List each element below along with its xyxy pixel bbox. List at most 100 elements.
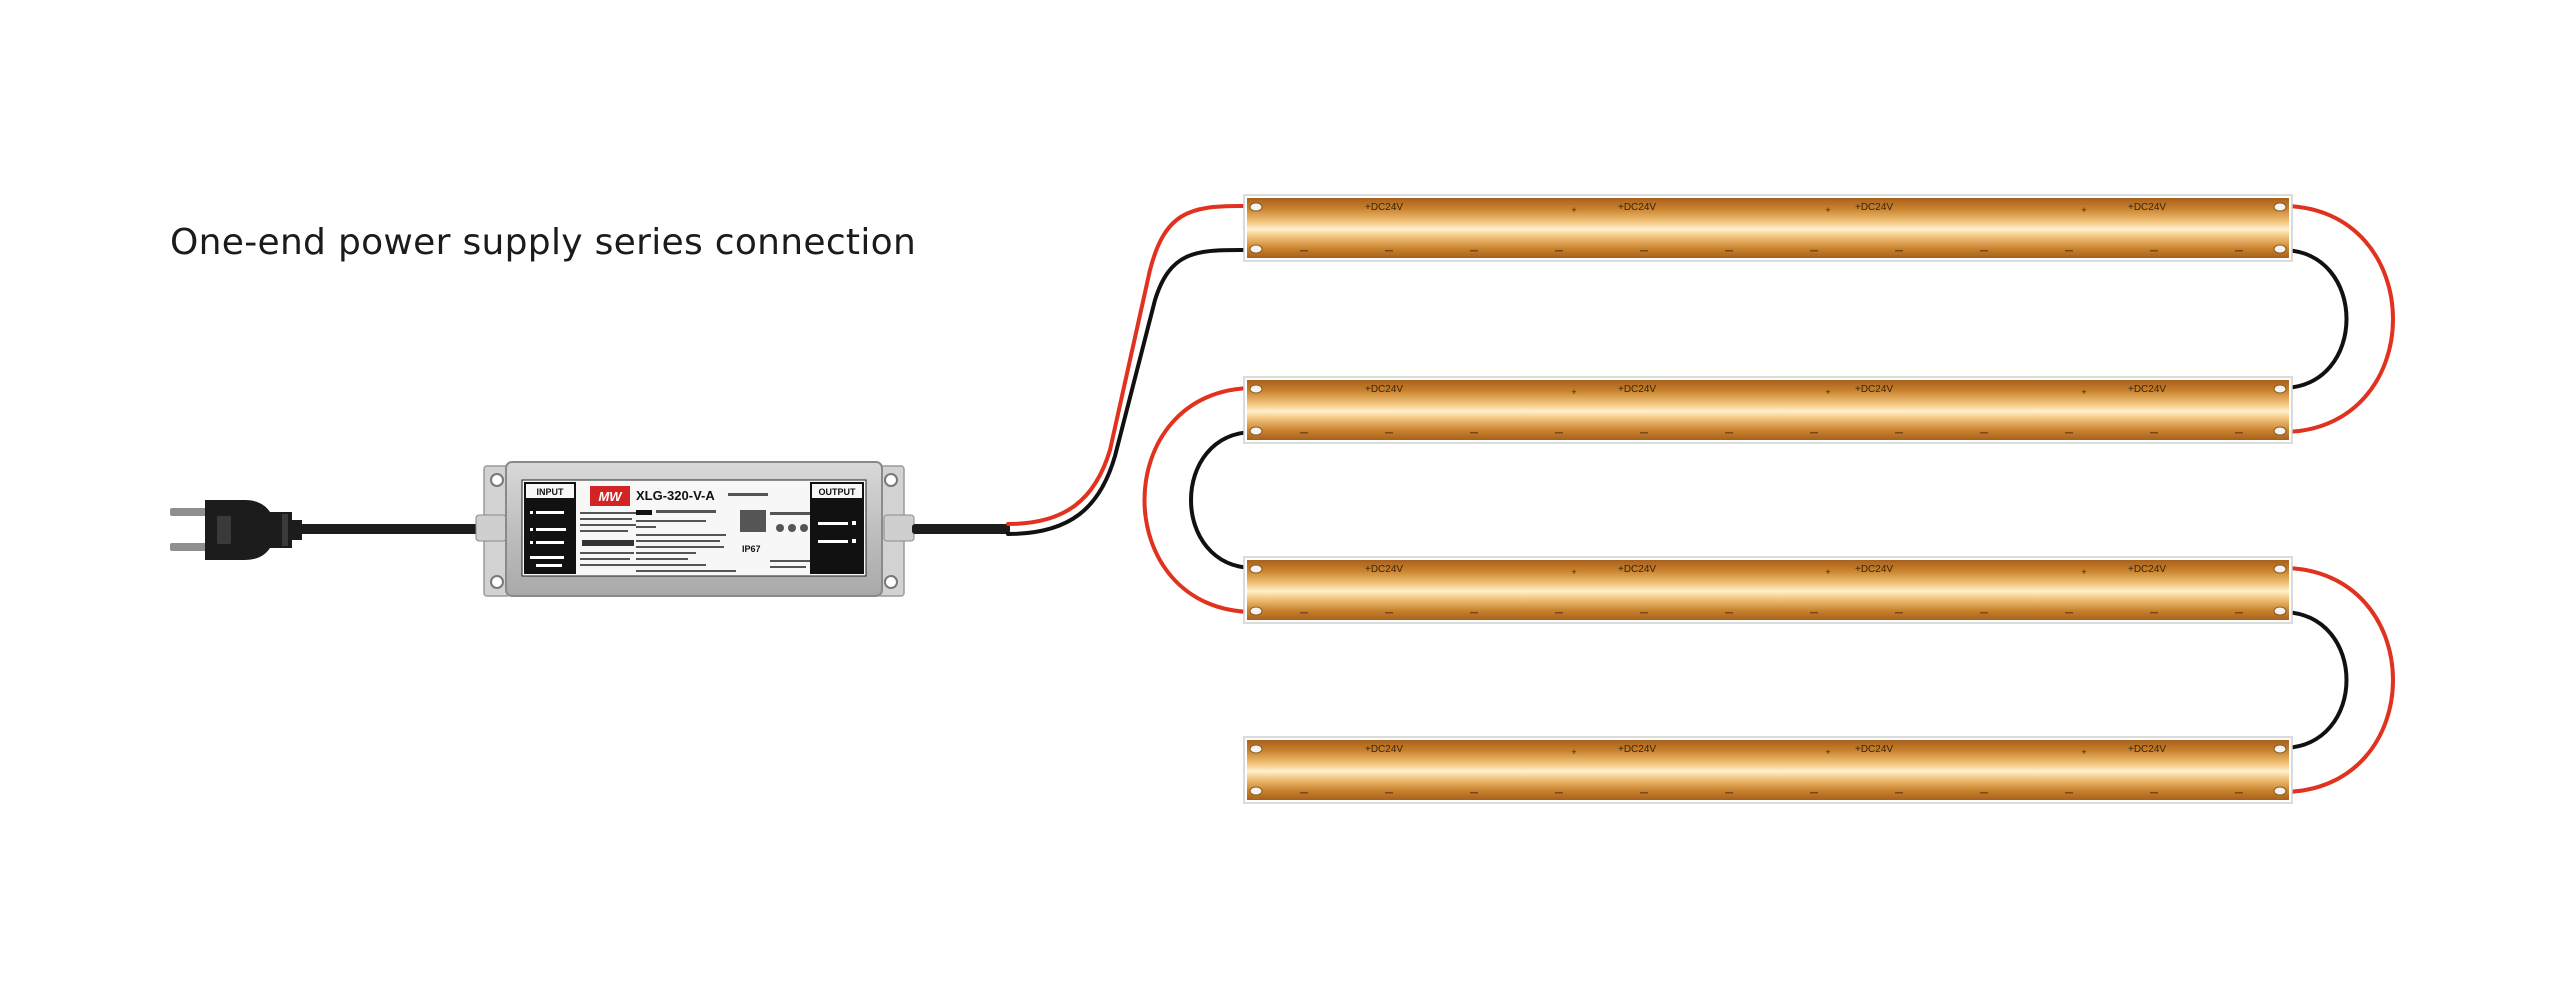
jumper-wire-black-2 [1189, 430, 1256, 570]
led-strip: ++++DC24V+DC24V+DC24V+DC24V [1243, 556, 2293, 624]
strip-polarity-label: +DC24V [1365, 564, 1403, 575]
solder-pad [2273, 606, 2287, 616]
cut-mark: + [1571, 747, 1576, 757]
diagram-title: One-end power supply series connection [170, 222, 917, 263]
cut-mark: + [1825, 747, 1830, 757]
solder-pad [2273, 786, 2287, 796]
led-marker [1555, 250, 1563, 252]
jumper-wire-black-1 [2280, 248, 2349, 390]
strip-polarity-label: +DC24V [1855, 744, 1893, 755]
solder-pad [1249, 426, 1263, 436]
jumper-wire-red-3 [2280, 566, 2395, 794]
led-marker [1810, 432, 1818, 434]
solder-pad [1249, 244, 1263, 254]
led-marker [1980, 612, 1988, 614]
psu-ip-rating: IP67 [742, 544, 761, 554]
ac-plug-icon [170, 500, 302, 560]
led-marker [1725, 612, 1733, 614]
solder-pad [2273, 426, 2287, 436]
led-marker [1640, 432, 1648, 434]
led-marker [1980, 432, 1988, 434]
cut-mark: + [2081, 387, 2086, 397]
led-marker [1300, 432, 1308, 434]
led-marker [1895, 250, 1903, 252]
cut-mark: + [1571, 387, 1576, 397]
solder-pad [2273, 564, 2287, 574]
led-marker [1810, 612, 1818, 614]
jumper-wire-red-2 [1142, 386, 1256, 614]
led-marker [2150, 792, 2158, 794]
cut-mark: + [1825, 567, 1830, 577]
led-marker [1640, 250, 1648, 252]
led-marker [1470, 792, 1478, 794]
cut-mark: + [2081, 567, 2086, 577]
led-marker [1555, 432, 1563, 434]
strip-polarity-label: +DC24V [1618, 202, 1656, 213]
led-marker [1385, 792, 1393, 794]
led-marker [1640, 612, 1648, 614]
led-driver-power-supply: INPUT MW XLG-320-V-A [475, 461, 915, 597]
feed-wire-black [1006, 248, 1256, 536]
led-marker [1470, 250, 1478, 252]
led-marker [1725, 250, 1733, 252]
led-marker [1385, 612, 1393, 614]
cut-mark: + [2081, 747, 2086, 757]
solder-pad [2273, 744, 2287, 754]
cut-mark: + [1825, 387, 1830, 397]
jumper-wire-black-3 [2280, 610, 2349, 750]
solder-pad [1249, 606, 1263, 616]
jumper-wire-red-1 [2280, 204, 2395, 434]
led-marker [2065, 250, 2073, 252]
led-marker [2150, 250, 2158, 252]
led-marker [2065, 612, 2073, 614]
led-marker [2065, 432, 2073, 434]
strip-polarity-label: +DC24V [2128, 564, 2166, 575]
led-marker [2235, 432, 2243, 434]
psu-input-label: INPUT [537, 487, 565, 497]
dc-output-cable [912, 524, 1010, 534]
led-marker [1470, 432, 1478, 434]
solder-pad [1249, 202, 1263, 212]
cut-mark: + [2081, 205, 2086, 215]
led-marker [1810, 792, 1818, 794]
solder-pad [1249, 564, 1263, 574]
strip-polarity-label: +DC24V [1618, 564, 1656, 575]
led-strip: + + + +DC24V +DC24V +DC24V +DC24V [1243, 736, 2293, 804]
led-marker [1725, 792, 1733, 794]
led-marker [1980, 250, 1988, 252]
led-marker [1895, 612, 1903, 614]
psu-model-number: XLG-320-V-A [636, 488, 715, 503]
strip-polarity-label: +DC24V [1855, 564, 1893, 575]
led-strip-group: + + + +DC24V +DC24V +DC24V +DC24V + + + +DC24V +DC2… [1243, 194, 2293, 804]
led-marker [1385, 432, 1393, 434]
strip-polarity-label: +DC24V [2128, 202, 2166, 213]
led-marker [1640, 792, 1648, 794]
led-marker [1895, 792, 1903, 794]
led-marker [1980, 792, 1988, 794]
strip-polarity-label: +DC24V [2128, 744, 2166, 755]
solder-pad [1249, 384, 1263, 394]
brand-logo-mark: MW [598, 489, 623, 504]
led-marker [2150, 612, 2158, 614]
led-marker [2150, 432, 2158, 434]
strip-polarity-label: +DC24V [2128, 384, 2166, 395]
led-marker [1300, 612, 1308, 614]
led-marker [2065, 792, 2073, 794]
led-marker [1300, 792, 1308, 794]
led-marker [2235, 792, 2243, 794]
strip-polarity-label: +DC24V [1618, 744, 1656, 755]
strip-polarity-label: +DC24V [1365, 384, 1403, 395]
led-marker [1810, 250, 1818, 252]
strip-polarity-label: +DC24V [1365, 744, 1403, 755]
solder-pad [2273, 202, 2287, 212]
ac-input-cable [300, 524, 480, 534]
led-strip: ++++DC24V+DC24V+DC24V+DC24V [1243, 376, 2293, 444]
led-strip: ++++DC24V+DC24V+DC24V+DC24V [1243, 194, 2293, 262]
led-marker [1300, 250, 1308, 252]
feed-wire-red [1006, 204, 1256, 526]
led-marker [1470, 612, 1478, 614]
solder-pad [2273, 384, 2287, 394]
solder-pad [2273, 244, 2287, 254]
led-marker [1555, 612, 1563, 614]
